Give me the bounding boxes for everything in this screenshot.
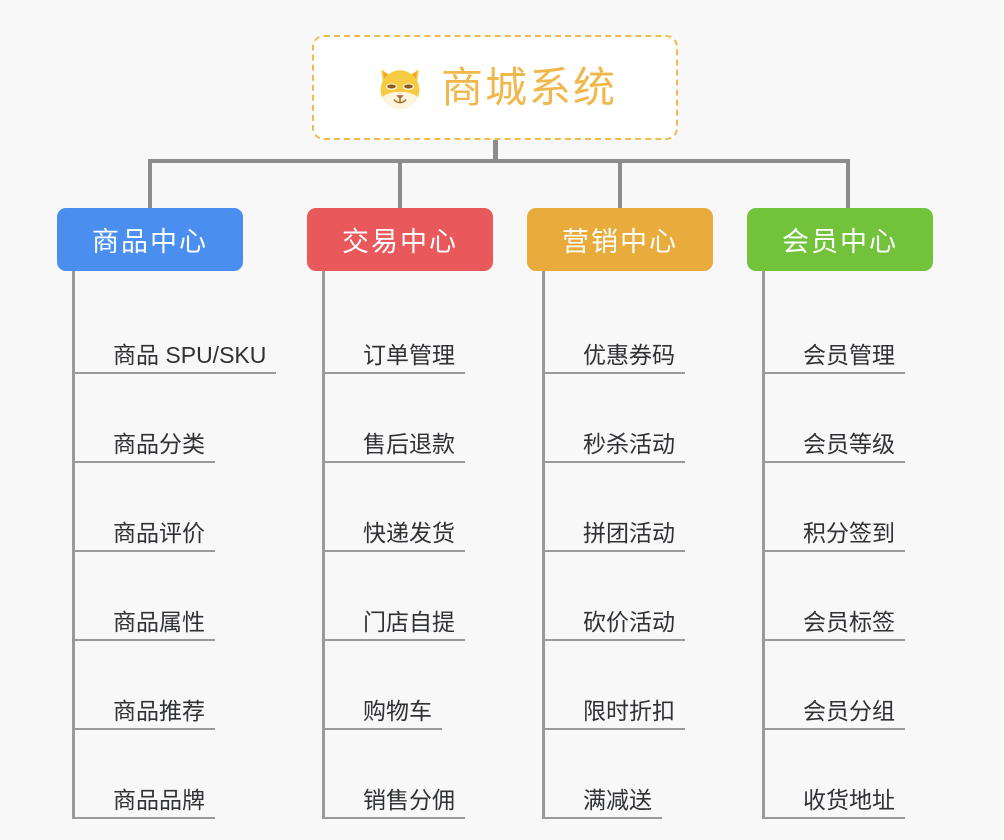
leaf-label: 优惠券码 bbox=[583, 341, 675, 368]
connector-root-stem bbox=[493, 140, 498, 163]
root-node-content: 商城系统 bbox=[373, 61, 617, 115]
leaf-underline bbox=[325, 817, 465, 819]
leaf-label: 商品 SPU/SKU bbox=[113, 341, 267, 368]
leaf-label: 商品评价 bbox=[113, 519, 205, 546]
list-item[interactable]: 商品 SPU/SKU bbox=[75, 285, 276, 374]
column-marketing-center: 营销中心 优惠券码 秒杀活动 拼团活动 砍价活动 限时折扣 bbox=[527, 208, 713, 819]
root-node-mall-system[interactable]: 商城系统 bbox=[312, 35, 678, 140]
list-item[interactable]: 收货地址 bbox=[765, 730, 933, 819]
list-item[interactable]: 积分签到 bbox=[765, 463, 933, 552]
leaf-list-product-center: 商品 SPU/SKU 商品分类 商品评价 商品属性 商品推荐 商品品牌 bbox=[72, 271, 276, 819]
category-header-marketing-center[interactable]: 营销中心 bbox=[527, 208, 713, 271]
list-item[interactable]: 订单管理 bbox=[325, 285, 493, 374]
list-item[interactable]: 销售分佣 bbox=[325, 730, 493, 819]
list-item[interactable]: 满减送 bbox=[545, 730, 713, 819]
list-item[interactable]: 售后退款 bbox=[325, 374, 493, 463]
leaf-underline bbox=[545, 550, 685, 552]
leaf-underline bbox=[545, 728, 685, 730]
leaf-underline bbox=[765, 550, 905, 552]
leaf-underline bbox=[765, 461, 905, 463]
leaf-label: 门店自提 bbox=[363, 608, 455, 635]
leaf-label: 秒杀活动 bbox=[583, 430, 675, 457]
leaf-underline bbox=[765, 817, 905, 819]
leaf-underline bbox=[325, 372, 465, 374]
list-item[interactable]: 商品品牌 bbox=[75, 730, 243, 819]
list-item[interactable]: 会员等级 bbox=[765, 374, 933, 463]
leaf-underline bbox=[545, 461, 685, 463]
leaf-underline bbox=[765, 639, 905, 641]
leaf-list-marketing-center: 优惠券码 秒杀活动 拼团活动 砍价活动 限时折扣 满减送 bbox=[542, 271, 713, 819]
list-item[interactable]: 会员标签 bbox=[765, 552, 933, 641]
connector-horizontal-bus bbox=[150, 159, 850, 163]
leaf-label: 售后退款 bbox=[363, 430, 455, 457]
list-item[interactable]: 限时折扣 bbox=[545, 641, 713, 730]
leaf-underline bbox=[75, 372, 276, 374]
leaf-label: 会员管理 bbox=[803, 341, 895, 368]
list-item[interactable]: 优惠券码 bbox=[545, 285, 713, 374]
root-node-title: 商城系统 bbox=[440, 63, 617, 111]
column-product-center: 商品中心 商品 SPU/SKU 商品分类 商品评价 商品属性 商品推荐 bbox=[57, 208, 276, 819]
leaf-label: 会员等级 bbox=[803, 430, 895, 457]
leaf-underline bbox=[75, 461, 215, 463]
connector-drop-trade-center bbox=[398, 159, 402, 208]
list-item[interactable]: 会员管理 bbox=[765, 285, 933, 374]
list-item[interactable]: 商品评价 bbox=[75, 463, 243, 552]
leaf-label: 拼团活动 bbox=[583, 519, 675, 546]
category-header-product-center[interactable]: 商品中心 bbox=[57, 208, 243, 271]
connector-drop-product-center bbox=[148, 159, 152, 208]
leaf-label: 购物车 bbox=[363, 697, 432, 724]
leaf-underline bbox=[75, 550, 215, 552]
leaf-label: 快递发货 bbox=[363, 519, 455, 546]
leaf-label: 满减送 bbox=[583, 786, 652, 813]
leaf-underline bbox=[545, 639, 685, 641]
leaf-underline bbox=[325, 461, 465, 463]
leaf-underline bbox=[325, 550, 465, 552]
list-item[interactable]: 购物车 bbox=[325, 641, 493, 730]
leaf-label: 收货地址 bbox=[803, 786, 895, 813]
list-item[interactable]: 拼团活动 bbox=[545, 463, 713, 552]
connector-drop-member-center bbox=[846, 159, 850, 208]
leaf-underline bbox=[75, 728, 215, 730]
list-item[interactable]: 砍价活动 bbox=[545, 552, 713, 641]
leaf-underline bbox=[765, 728, 905, 730]
leaf-label: 商品分类 bbox=[113, 430, 205, 457]
category-label: 交易中心 bbox=[342, 227, 458, 257]
list-item[interactable]: 门店自提 bbox=[325, 552, 493, 641]
category-label: 营销中心 bbox=[562, 227, 678, 257]
list-item[interactable]: 会员分组 bbox=[765, 641, 933, 730]
leaf-label: 商品品牌 bbox=[113, 786, 205, 813]
list-item[interactable]: 秒杀活动 bbox=[545, 374, 713, 463]
leaf-label: 会员标签 bbox=[803, 608, 895, 635]
connector-drop-marketing-center bbox=[618, 159, 622, 208]
column-trade-center: 交易中心 订单管理 售后退款 快递发货 门店自提 购物车 bbox=[307, 208, 493, 819]
category-label: 商品中心 bbox=[92, 227, 208, 257]
leaf-list-trade-center: 订单管理 售后退款 快递发货 门店自提 购物车 销售分佣 bbox=[322, 271, 493, 819]
list-item[interactable]: 商品属性 bbox=[75, 552, 243, 641]
leaf-label: 销售分佣 bbox=[363, 786, 455, 813]
leaf-underline bbox=[325, 728, 442, 730]
leaf-list-member-center: 会员管理 会员等级 积分签到 会员标签 会员分组 收货地址 bbox=[762, 271, 933, 819]
leaf-label: 积分签到 bbox=[803, 519, 895, 546]
leaf-underline bbox=[75, 639, 215, 641]
leaf-label: 商品推荐 bbox=[113, 697, 205, 724]
list-item[interactable]: 快递发货 bbox=[325, 463, 493, 552]
leaf-label: 会员分组 bbox=[803, 697, 895, 724]
list-item[interactable]: 商品分类 bbox=[75, 374, 243, 463]
leaf-underline bbox=[545, 372, 685, 374]
category-header-trade-center[interactable]: 交易中心 bbox=[307, 208, 493, 271]
list-item[interactable]: 商品推荐 bbox=[75, 641, 243, 730]
leaf-underline bbox=[75, 817, 215, 819]
column-member-center: 会员中心 会员管理 会员等级 积分签到 会员标签 会员分组 bbox=[747, 208, 933, 819]
leaf-underline bbox=[765, 372, 905, 374]
shiba-dog-icon bbox=[380, 68, 420, 109]
leaf-label: 商品属性 bbox=[113, 608, 205, 635]
category-label: 会员中心 bbox=[782, 227, 898, 257]
leaf-label: 订单管理 bbox=[363, 341, 455, 368]
leaf-underline bbox=[545, 817, 662, 819]
leaf-label: 砍价活动 bbox=[583, 608, 675, 635]
category-header-member-center[interactable]: 会员中心 bbox=[747, 208, 933, 271]
leaf-label: 限时折扣 bbox=[583, 697, 675, 724]
leaf-underline bbox=[325, 639, 465, 641]
